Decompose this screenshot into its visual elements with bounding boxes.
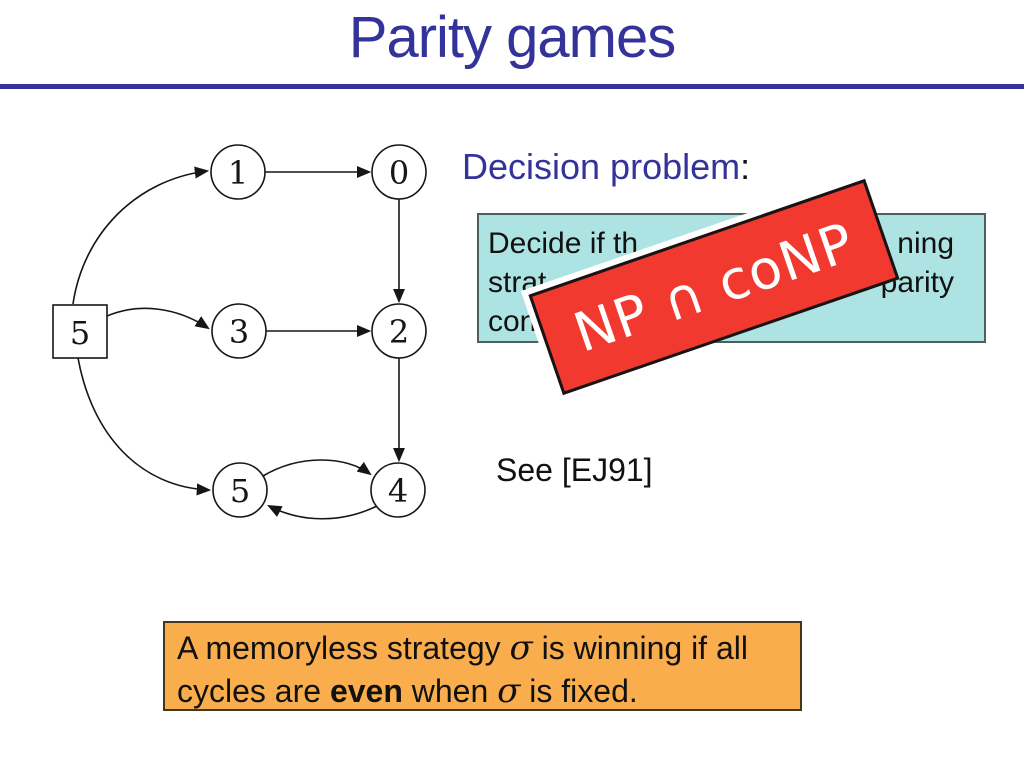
edge-s5-v3 xyxy=(106,307,210,330)
problem-line-3: con xyxy=(488,302,954,341)
node-label: 0 xyxy=(389,154,409,192)
edge-s5-v1 xyxy=(72,166,210,305)
node-circle-3: 3 xyxy=(211,303,267,359)
decision-problem-label: Decision problem xyxy=(462,146,741,187)
reference-text: See [EJ91] xyxy=(496,452,653,488)
graph-edges xyxy=(72,165,406,520)
node-label: 3 xyxy=(229,313,249,351)
title-underline xyxy=(0,84,1024,89)
node-label: 1 xyxy=(228,154,248,192)
note-line2-mid: when xyxy=(402,673,498,709)
node-circle-2: 2 xyxy=(371,303,427,359)
node-circle-1: 1 xyxy=(210,144,266,200)
note-line1-tail: is winning if all xyxy=(532,630,748,666)
node-circle-4: 4 xyxy=(370,462,426,518)
problem-line3-left: con xyxy=(488,305,537,338)
note-line-1: A memoryless strategy σ is winning if al… xyxy=(177,627,800,670)
note-even-bold: even xyxy=(329,673,403,709)
note-line1-text: A memoryless strategy xyxy=(177,630,510,666)
problem-line1-left: Decide if th xyxy=(488,227,639,260)
node-square-5: 5 xyxy=(52,304,108,359)
node-label: 4 xyxy=(388,472,408,510)
edge-v5-v4 xyxy=(262,459,372,477)
note-line2-text: cycles are xyxy=(177,673,330,709)
node-circle-5: 5 xyxy=(212,462,268,518)
note-line2-tail: is fixed. xyxy=(520,673,638,709)
node-label: 2 xyxy=(389,313,409,351)
edge-v4-v5 xyxy=(267,505,378,520)
edge-s5-v5 xyxy=(77,357,212,496)
problem-line-1: Decide if th ning xyxy=(488,224,954,263)
decision-problem-heading: Decision problem: xyxy=(462,146,750,188)
memoryless-strategy-note-box: A memoryless strategy σ is winning if al… xyxy=(163,621,802,711)
problem-line1-right: ning xyxy=(897,227,954,260)
sigma-symbol: σ xyxy=(509,628,533,668)
node-label: 5 xyxy=(70,314,90,352)
graph-nodes: 5 1 0 3 2 5 4 xyxy=(52,144,427,518)
node-circle-0: 0 xyxy=(371,144,427,200)
note-line-2: cycles are even when σ is fixed. xyxy=(177,670,800,713)
sigma-symbol: σ xyxy=(497,671,521,711)
node-label: 5 xyxy=(230,472,250,510)
decision-problem-colon: : xyxy=(740,146,751,187)
slide-title: Parity games xyxy=(348,5,676,70)
